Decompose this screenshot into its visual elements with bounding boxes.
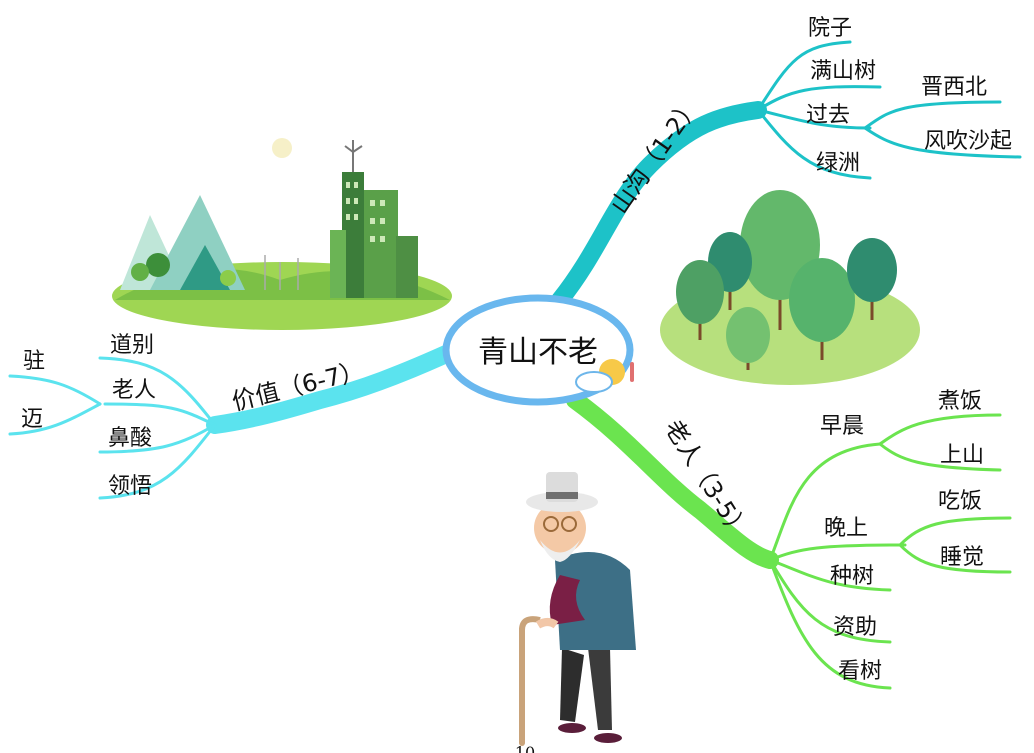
node-zhu[interactable]: 驻 <box>23 349 45 374</box>
branch-label-shangou[interactable]: 山沟（1-2） <box>605 92 705 219</box>
center-label: 青山不老 <box>478 335 598 370</box>
branch-laoren-trunk <box>566 391 779 569</box>
old-man-illustration <box>519 472 636 746</box>
node-jinxibei[interactable]: 晋西北 <box>921 75 987 100</box>
node-shuijiao[interactable]: 睡觉 <box>940 545 984 570</box>
forest-illustration <box>660 190 920 385</box>
center-node[interactable]: 青山不老 <box>442 294 634 406</box>
node-zaochen[interactable]: 早晨 <box>820 414 864 439</box>
city-landscape-illustration <box>112 138 452 330</box>
branch-jiazhi-trunk <box>206 341 464 434</box>
weather-sun-cloud-icon <box>575 359 634 393</box>
node-guoqu[interactable]: 过去 <box>806 103 850 128</box>
node-kanshu[interactable]: 看树 <box>838 659 882 684</box>
node-fengchuishaqi[interactable]: 风吹沙起 <box>924 129 1012 154</box>
node-yuanzi[interactable]: 院子 <box>808 16 852 41</box>
node-mai[interactable]: 迈 <box>21 407 43 432</box>
node-daobie[interactable]: 道别 <box>110 333 154 358</box>
node-zhongshu[interactable]: 种树 <box>830 564 874 589</box>
node-laoren-value[interactable]: 老人 <box>112 378 156 403</box>
branch-shangou-trunk <box>551 101 767 309</box>
node-lingwu[interactable]: 领悟 <box>108 474 152 499</box>
branch-shangou <box>551 40 1022 309</box>
node-chifan[interactable]: 吃饭 <box>938 489 982 514</box>
node-biusuan[interactable]: 鼻酸 <box>108 426 152 451</box>
node-zhufan[interactable]: 煮饭 <box>938 389 982 414</box>
page-number: 10 <box>515 743 535 753</box>
node-lvzhou[interactable]: 绿洲 <box>816 151 860 176</box>
node-shangshan[interactable]: 上山 <box>940 443 984 468</box>
branch-laoren <box>566 391 1012 690</box>
node-manshanshu[interactable]: 满山树 <box>810 59 876 84</box>
node-wanshang[interactable]: 晚上 <box>824 516 868 541</box>
branch-jiazhi <box>8 341 464 500</box>
node-zizhu[interactable]: 资助 <box>833 615 877 640</box>
